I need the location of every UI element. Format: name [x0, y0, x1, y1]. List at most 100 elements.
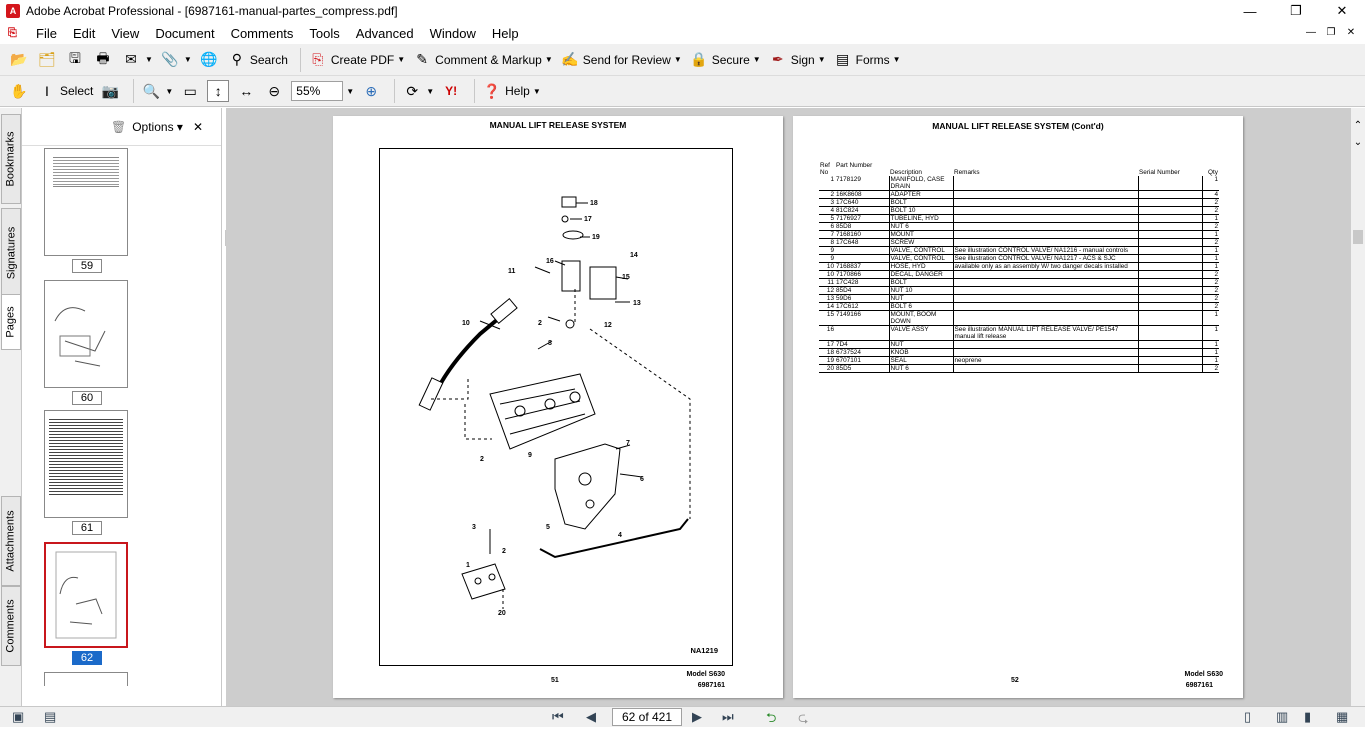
- doc-restore-icon[interactable]: ❐: [1326, 27, 1336, 38]
- continuous-icon[interactable]: ▥: [1276, 709, 1289, 724]
- lock-icon: 🔒: [690, 51, 708, 67]
- organizer-icon[interactable]: 🗂: [38, 51, 56, 67]
- table-cell: [952, 176, 1138, 191]
- create-pdf-button[interactable]: ⎘Create PDF▼: [307, 47, 405, 73]
- attach-icon[interactable]: 📎: [161, 51, 179, 67]
- web-icon[interactable]: 🌐: [200, 51, 218, 67]
- page-thumbnail-selected[interactable]: [44, 542, 128, 648]
- tab-attachments[interactable]: Attachments: [1, 496, 21, 586]
- table-cell: 10: [819, 262, 835, 271]
- sign-button[interactable]: ✒Sign▼: [767, 47, 826, 73]
- previous-page-icon[interactable]: ◀: [586, 709, 596, 724]
- document-viewport[interactable]: MANUAL LIFT RELEASE SYSTEM: [226, 108, 1351, 706]
- pen-icon: ✒: [771, 51, 784, 67]
- zoom-level-input[interactable]: 55%: [291, 81, 344, 101]
- table-cell: [952, 230, 1138, 239]
- table-cell: [1137, 246, 1202, 255]
- callout-label: 11: [508, 268, 516, 275]
- scroll-down-icon[interactable]: ⌄: [1353, 137, 1363, 148]
- snapshot-icon[interactable]: 📷: [101, 82, 120, 99]
- yahoo-search-icon[interactable]: Y!: [445, 84, 458, 98]
- doc-minimize-icon[interactable]: —: [1306, 27, 1316, 38]
- table-cell: 5: [819, 214, 835, 223]
- tab-comments[interactable]: Comments: [1, 586, 21, 666]
- comment-markup-button[interactable]: ✎Comment & Markup▼: [411, 47, 553, 73]
- close-button[interactable]: ✕: [1336, 3, 1348, 18]
- scroll-up-icon[interactable]: ⌃: [1353, 120, 1363, 131]
- go-back-icon[interactable]: ⮌: [766, 710, 777, 725]
- help-button[interactable]: ❓Help▼: [481, 78, 540, 104]
- save-icon[interactable]: 🖫: [69, 49, 81, 66]
- restore-button[interactable]: ❐: [1290, 3, 1302, 18]
- tab-signatures[interactable]: Signatures: [1, 208, 21, 298]
- menu-file[interactable]: File: [36, 25, 57, 41]
- table-cell: 4: [1201, 190, 1219, 199]
- page-thumbnail[interactable]: [44, 672, 128, 686]
- options-menu[interactable]: Options ▾: [132, 119, 183, 134]
- hand-tool-icon[interactable]: ✋: [10, 82, 28, 99]
- secure-button[interactable]: 🔒Secure▼: [688, 47, 761, 73]
- minimize-button[interactable]: —: [1243, 3, 1257, 19]
- table-cell: MANIFOLD, CASE DRAIN: [888, 176, 953, 191]
- trash-icon[interactable]: 🗑: [110, 119, 127, 134]
- next-page-icon[interactable]: ▶: [692, 709, 702, 724]
- single-page-icon[interactable]: ▯: [1244, 709, 1252, 724]
- doc-close-icon[interactable]: ✕: [1346, 27, 1356, 38]
- comment-icon: ✎: [416, 51, 429, 67]
- table-cell: 6: [819, 222, 835, 231]
- table-cell: 7149166: [835, 310, 889, 326]
- zoom-in-tool-icon[interactable]: 🔍: [142, 82, 161, 99]
- page-thumbnail[interactable]: [44, 148, 128, 256]
- fit-page-icon[interactable]: ↕: [207, 80, 230, 102]
- screen-icon[interactable]: ▣: [12, 709, 25, 724]
- menu-help[interactable]: Help: [491, 25, 519, 41]
- go-forward-icon[interactable]: ⮎: [798, 710, 809, 725]
- col-header: Ref No: [820, 162, 830, 176]
- open-folder-icon[interactable]: 📂: [10, 51, 28, 67]
- table-cell: 2: [1201, 364, 1219, 373]
- table-cell: BOLT: [888, 198, 953, 207]
- email-icon[interactable]: ✉: [125, 51, 137, 67]
- fit-width-icon[interactable]: ↔: [239, 83, 254, 99]
- menu-advanced[interactable]: Advanced: [355, 25, 414, 41]
- document-scrollbar[interactable]: ⌃ ⌄: [1351, 108, 1365, 706]
- search-button[interactable]: ⚲Search: [226, 47, 288, 73]
- table-cell: 2: [1201, 222, 1219, 231]
- first-page-icon[interactable]: ⏮: [552, 709, 564, 724]
- panel-close-button[interactable]: ✕: [192, 119, 203, 134]
- table-cell: 81C824: [835, 206, 889, 215]
- table-cell: 18: [819, 348, 835, 357]
- menu-view[interactable]: View: [111, 25, 140, 41]
- menu-document[interactable]: Document: [155, 25, 215, 41]
- page-thumbnail[interactable]: [44, 410, 128, 518]
- forms-button[interactable]: ▤Forms▼: [832, 47, 901, 73]
- table-cell: 1: [1201, 230, 1219, 239]
- facing-icon[interactable]: ▮: [1304, 709, 1312, 724]
- zoom-out-icon[interactable]: ⊖: [268, 82, 281, 99]
- table-cell: HOSE, HYD: [888, 262, 953, 271]
- continuous-facing-icon[interactable]: ▦: [1336, 709, 1349, 724]
- last-page-icon[interactable]: ⏭: [722, 709, 734, 724]
- menu-edit[interactable]: Edit: [72, 25, 96, 41]
- table-cell: TUBELINE, HYD: [888, 214, 953, 223]
- print-icon[interactable]: 🖶: [96, 49, 110, 66]
- page-number-input[interactable]: 62 of 421: [612, 708, 682, 726]
- rotate-view-icon[interactable]: ⟳: [406, 82, 419, 99]
- tab-bookmarks[interactable]: Bookmarks: [1, 114, 21, 204]
- menu-tools[interactable]: Tools: [309, 25, 340, 41]
- table-cell: [835, 254, 889, 263]
- document-scroll-thumb[interactable]: [1353, 230, 1363, 244]
- navigation-tabs: Bookmarks Signatures Pages Attachments C…: [0, 108, 22, 708]
- zoom-in-icon[interactable]: ⊕: [365, 82, 378, 99]
- menu-comments[interactable]: Comments: [230, 25, 294, 41]
- page-thumbnail[interactable]: [44, 280, 128, 388]
- page-layout-icon[interactable]: ▤: [44, 709, 57, 724]
- actual-size-icon[interactable]: ▭: [183, 82, 197, 99]
- menu-window[interactable]: Window: [429, 25, 476, 41]
- send-review-button[interactable]: ✍Send for Review▼: [559, 47, 682, 73]
- tab-pages[interactable]: Pages: [1, 294, 21, 350]
- thumbnail-label-selected: 62: [72, 651, 102, 665]
